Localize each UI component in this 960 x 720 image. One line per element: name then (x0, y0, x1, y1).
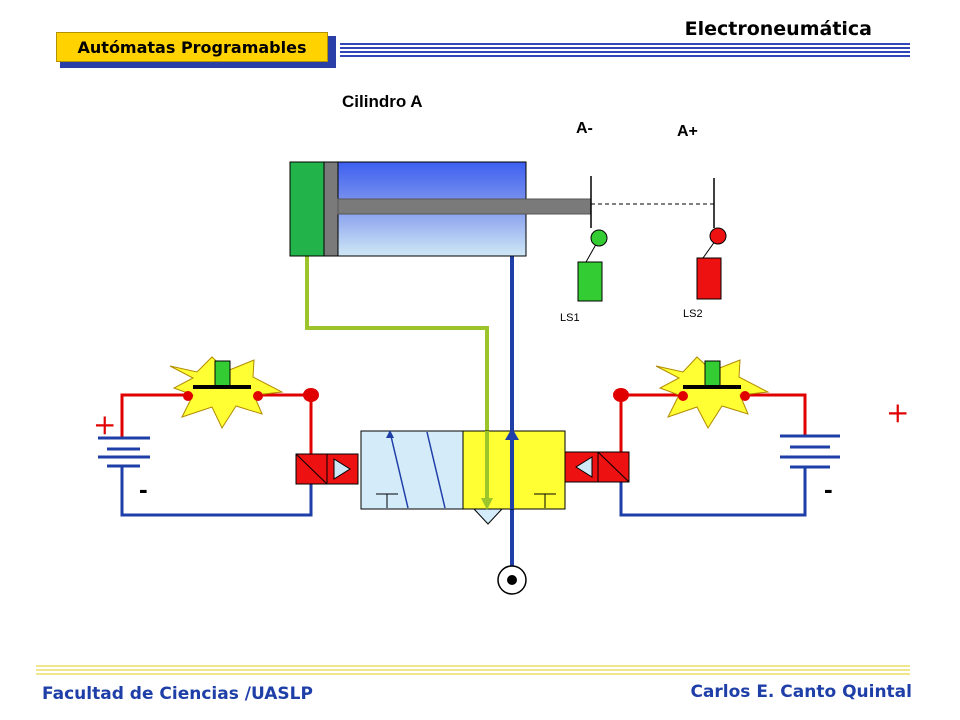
right-battery-minus: - (824, 474, 833, 504)
pressure-source (497, 565, 527, 595)
course-tag-label: Autómatas Programables (56, 32, 328, 62)
right-blue-wire (619, 468, 807, 517)
directional-valve (360, 428, 566, 525)
cylinder-a (289, 161, 592, 257)
left-pushbutton-contact-2 (253, 391, 263, 401)
air-line-green (305, 255, 489, 505)
left-blue-wire (120, 466, 313, 517)
limit-switch-ls1: LS1 (560, 229, 608, 324)
right-pushbutton-stem (704, 360, 721, 388)
left-red-wire-2 (258, 393, 313, 456)
valve-green-arrow (481, 498, 493, 510)
pressure-source-dot (507, 575, 517, 585)
ls1-body (577, 261, 603, 302)
right-red-wire (619, 393, 683, 456)
ls2-body (696, 257, 722, 300)
left-red-wire (120, 393, 188, 438)
right-terminal (613, 388, 629, 402)
right-battery-plus: + (886, 396, 909, 429)
footer-stripes (36, 665, 910, 675)
right-circuit: + - (564, 356, 909, 517)
position-minus-label: A- (576, 120, 593, 137)
course-tag: Autómatas Programables (56, 32, 336, 68)
left-solenoid-arrow (333, 458, 351, 480)
ls1-roller (590, 229, 608, 247)
piston-rod (337, 198, 592, 215)
right-solenoid-arrow (575, 456, 593, 478)
valve-blue-arrow (505, 428, 519, 440)
right-pushbutton-contact-1 (678, 391, 688, 401)
header-title: Electroneumática (684, 18, 872, 40)
limit-switch-ls2: LS2 (683, 227, 727, 320)
position-plus-label: A+ (677, 123, 698, 140)
right-red-wire-2 (745, 393, 807, 436)
header-stripes (340, 43, 910, 57)
footer-author: Carlos E. Canto Quintal (690, 682, 912, 702)
valve-exhaust-port (472, 508, 504, 525)
cylinder-end-cap (289, 161, 325, 257)
left-pushbutton-contact-1 (183, 391, 193, 401)
left-circuit: + - (93, 356, 359, 517)
ls1-label: LS1 (560, 312, 580, 324)
cylinder-label: Cilindro A (342, 92, 423, 111)
cylinder-piston (323, 161, 339, 257)
right-pushbutton-contact-2 (740, 391, 750, 401)
ls2-label: LS2 (683, 308, 703, 320)
left-pushbutton-stem (214, 360, 231, 388)
footer-institution: Facultad de Ciencias /UASLP (42, 684, 313, 704)
ls2-roller (709, 227, 727, 245)
left-terminal (303, 388, 319, 402)
valve-position-left (360, 430, 464, 510)
left-battery-plus: + (93, 408, 116, 441)
right-solenoid (564, 451, 630, 483)
left-battery-minus: - (139, 474, 148, 504)
